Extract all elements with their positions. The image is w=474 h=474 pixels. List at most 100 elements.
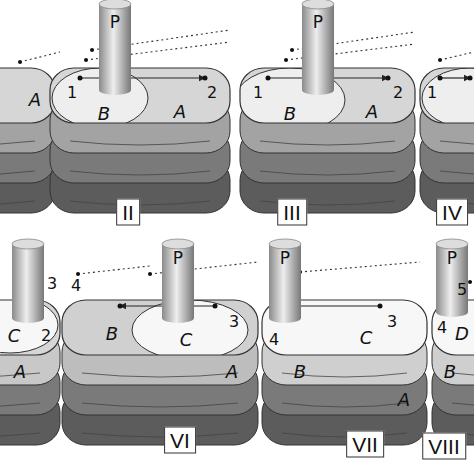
bead-seam [260,171,395,175]
tool-top [302,0,334,9]
layer-stack [62,239,258,445]
layer-letter: A [29,91,41,109]
tool-label: P [313,14,323,31]
trace-dot [84,58,88,62]
tool-tip [99,85,131,95]
bead-seam [0,171,35,175]
top-layer-outline [50,68,230,123]
callout-number: 4 [71,278,81,294]
tool-tip [302,85,334,95]
bead-seam [70,201,210,205]
trace-dot [468,280,472,284]
layer-letter: B [294,363,306,381]
tool-cylinder [162,244,194,318]
callout-number: 1 [427,85,437,101]
bead-seam [0,141,35,145]
step-numeral: III [277,199,307,226]
dotted-trace [78,266,150,274]
callout-number: 4 [437,320,447,336]
bead-seam [452,403,474,407]
bead-seam [440,171,474,175]
layer-stack [0,239,60,445]
trace-dot [438,58,442,62]
layer-letter: A [174,103,186,121]
layer-stack [235,0,415,213]
step-numeral: VI [164,427,196,454]
callout-number: 3 [387,314,397,330]
bead-seam [82,433,238,437]
trace-dot [284,58,288,62]
step-numeral: IV [436,199,468,226]
tool-cylinder [269,244,301,318]
tool-cylinder [12,244,44,318]
callout-number: 3 [229,314,239,330]
bead-region [422,68,474,123]
tool-tip [12,313,44,323]
callout-number: 5 [457,282,467,298]
top-layer-outline [0,68,55,123]
tool-path [295,305,380,306]
callout-number: 2 [41,328,51,344]
trace-dot [90,48,94,52]
callout-number: 1 [253,85,263,101]
trace-dot [290,48,294,52]
bead-seam [282,433,407,437]
tool-top [162,239,194,249]
dotted-trace [440,52,474,60]
layer-stack [50,0,230,213]
tool-cylinder [436,244,468,312]
step-numeral: II [116,199,140,226]
tool-path [440,77,470,78]
path-point [438,76,443,81]
callout-number: 2 [207,85,217,101]
layer-letter: B [284,105,296,123]
layer-letter: C [8,327,21,345]
layer-letter: B [106,325,118,343]
layer-letter: C [180,331,193,349]
bead-seam [260,141,395,145]
tool-label: P [447,250,457,267]
path-point [266,76,271,81]
dotted-trace [20,52,60,62]
tool-tip [436,307,468,317]
trace-dot [148,272,152,276]
layer-letter: A [226,363,238,381]
bead-seam [70,171,210,175]
bead-seam [82,403,238,407]
layer-letter: A [366,103,378,121]
tool-label: P [173,250,183,267]
path-point [213,304,218,309]
tool-path [80,77,205,78]
layer-letter: B [98,105,110,123]
path-point [203,76,208,81]
bead-seam [440,141,474,145]
step-numeral: VIII [422,433,466,460]
trace-dot [18,60,22,64]
layer-letter: C [360,329,373,347]
step-numeral: VII [346,431,384,458]
layer-letter: A [14,363,26,381]
layer-letter: A [398,391,410,409]
top-layer-outline [420,68,474,123]
bead-seam [82,373,238,377]
bead-seam [0,403,40,407]
path-point [78,76,83,81]
tool-cylinder [99,4,131,90]
layer-letter: D [455,325,469,343]
layer-stack [432,239,474,445]
callout-number: 2 [393,85,403,101]
path-point [386,76,391,81]
trace-dot [76,272,80,276]
tool-top [12,239,44,249]
layer-stack [420,52,474,213]
bead-seam [0,433,40,437]
tool-cylinder [302,4,334,90]
callout-number: 3 [47,276,57,292]
tool-label: P [280,250,290,267]
bead-seam [70,141,210,145]
tool-top [436,239,468,249]
top-layer-outline [62,300,258,355]
tool-label: P [110,14,120,31]
tool-top [99,0,131,9]
